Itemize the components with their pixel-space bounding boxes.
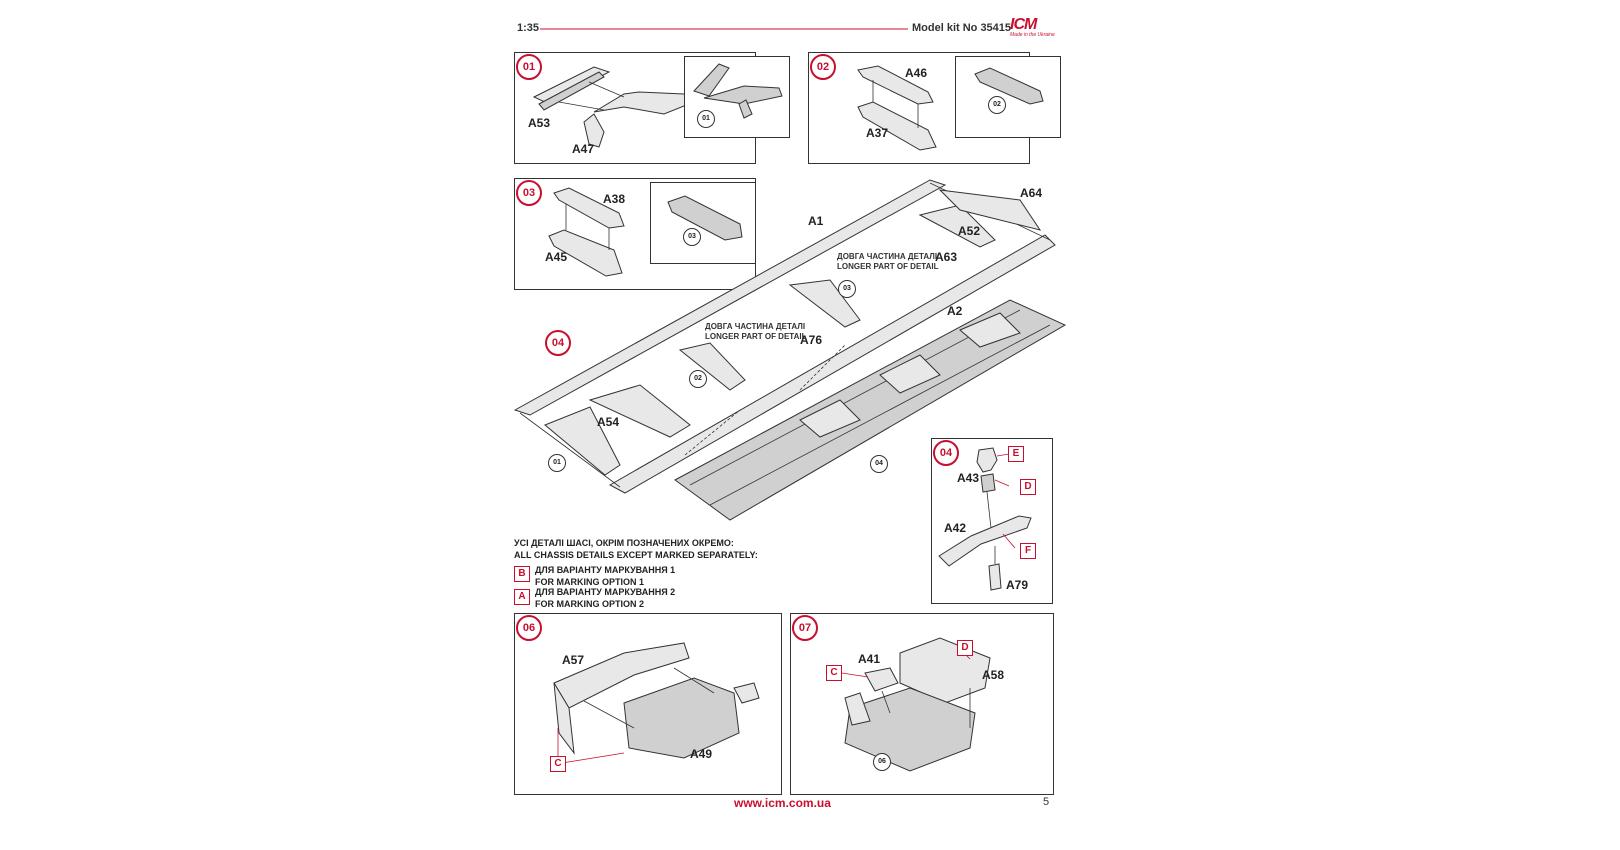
- label-a76: A76: [800, 333, 823, 347]
- label-a37: A37: [866, 126, 889, 140]
- model-kit-number: Model kit No 35415: [912, 22, 1012, 34]
- chassis-ref-03: 03: [838, 280, 856, 298]
- page-number: 5: [1043, 796, 1050, 808]
- legend-b-ua: ДЛЯ ВАРІАНТУ МАРКУВАННЯ 1: [535, 565, 676, 575]
- longer-part-note-upper-ua: ДОВГА ЧАСТИНА ДЕТАЛІ: [837, 252, 938, 261]
- step-07-ref-06: 06: [873, 753, 891, 771]
- label-a47: A47: [572, 142, 595, 156]
- label-a45: A45: [545, 250, 568, 264]
- step-07-badge: 07: [792, 615, 818, 641]
- label-a63: A63: [935, 250, 958, 264]
- mark-d-top: D: [957, 640, 973, 656]
- chassis-frame-drawing: [513, 179, 1067, 521]
- logo-tagline: Made in the Ukraine: [1010, 32, 1055, 38]
- step-02-result-drawing: [974, 67, 1044, 105]
- step-04-badge: 04: [545, 330, 571, 356]
- label-a57: A57: [562, 653, 585, 667]
- legend-a-ua: ДЛЯ ВАРІАНТУ МАРКУВАННЯ 2: [535, 587, 676, 597]
- longer-part-note-lower-en: LONGER PART OF DETAIL: [705, 332, 807, 341]
- step-02-result-ref: 02: [988, 96, 1006, 114]
- chassis-ref-01: 01: [548, 454, 566, 472]
- legend-all-chassis: УСІ ДЕТАЛІ ШАСІ, ОКРІМ ПОЗНАЧЕНИХ ОКРЕМО…: [514, 537, 758, 561]
- step-04-detail-badge: 04: [933, 440, 959, 466]
- step-01-drawing: [532, 66, 695, 148]
- label-a43: A43: [957, 471, 980, 485]
- step-02-result-panel: [955, 56, 1061, 138]
- label-a42: A42: [944, 521, 967, 535]
- label-a79: A79: [1006, 578, 1029, 592]
- icm-logo: ICM Made in the Ukraine: [1010, 16, 1060, 46]
- label-a41: A41: [858, 652, 881, 666]
- legend-b-text: ДЛЯ ВАРІАНТУ МАРКУВАННЯ 1 FOR MARKING OP…: [535, 564, 675, 588]
- label-a54: A54: [597, 415, 620, 429]
- longer-part-note-upper-en: LONGER PART OF DETAIL: [837, 262, 939, 271]
- mark-e: E: [1008, 446, 1024, 462]
- label-a38: A38: [603, 192, 626, 206]
- label-a2: A2: [947, 304, 963, 318]
- legend-b-en: FOR MARKING OPTION 1: [535, 577, 645, 587]
- label-a46: A46: [905, 66, 928, 80]
- legend-a-mark: A: [514, 589, 530, 605]
- logo-text: ICM: [1010, 16, 1037, 33]
- label-a1: A1: [808, 214, 824, 228]
- mark-f: F: [1020, 543, 1036, 559]
- longer-part-note-lower: ДОВГА ЧАСТИНА ДЕТАЛІ LONGER PART OF DETA…: [705, 322, 806, 342]
- label-a52: A52: [958, 224, 981, 238]
- step-03-drawing: [548, 187, 625, 277]
- mark-d: D: [1020, 479, 1036, 495]
- longer-part-note-lower-ua: ДОВГА ЧАСТИНА ДЕТАЛІ: [705, 322, 806, 331]
- exhaust-drawing: [938, 447, 1032, 591]
- legend-all-en: ALL CHASSIS DETAILS EXCEPT MARKED SEPARA…: [514, 550, 758, 560]
- legend-all-ua: УСІ ДЕТАЛІ ШАСІ, ОКРІМ ПОЗНАЧЕНИХ ОКРЕМО…: [514, 538, 734, 548]
- step-03-result-ref: 03: [683, 228, 701, 246]
- legend-a-en: FOR MARKING OPTION 2: [535, 599, 645, 609]
- legend-b-mark: B: [514, 566, 530, 582]
- label-a58: A58: [982, 668, 1005, 682]
- step-06-badge: 06: [516, 615, 542, 641]
- scale-label: 1:35: [517, 22, 540, 34]
- longer-part-note-upper: ДОВГА ЧАСТИНА ДЕТАЛІ LONGER PART OF DETA…: [837, 252, 938, 272]
- step-01-result-drawing: [693, 63, 783, 119]
- step-01-result-ref: 01: [697, 110, 715, 128]
- mark-c-top: C: [826, 665, 842, 681]
- footer-url-link[interactable]: www.icm.com.ua: [734, 796, 831, 810]
- step-03-result-drawing: [667, 195, 743, 241]
- label-a53: A53: [528, 116, 551, 130]
- step-02-badge: 02: [810, 54, 836, 80]
- engine-drawing: [553, 642, 760, 764]
- step-01-badge: 01: [516, 54, 542, 80]
- label-a64: A64: [1020, 186, 1043, 200]
- step-03-badge: 03: [516, 180, 542, 206]
- step-02-drawing: [857, 65, 937, 151]
- chassis-ref-04: 04: [870, 455, 888, 473]
- engine-top-drawing: [841, 637, 991, 772]
- mark-c-engine: C: [550, 756, 566, 772]
- chassis-ref-02: 02: [689, 370, 707, 388]
- legend-a-text: ДЛЯ ВАРІАНТУ МАРКУВАННЯ 2 FOR MARKING OP…: [535, 586, 675, 610]
- label-a49: A49: [690, 747, 713, 761]
- header-rule: [540, 28, 908, 30]
